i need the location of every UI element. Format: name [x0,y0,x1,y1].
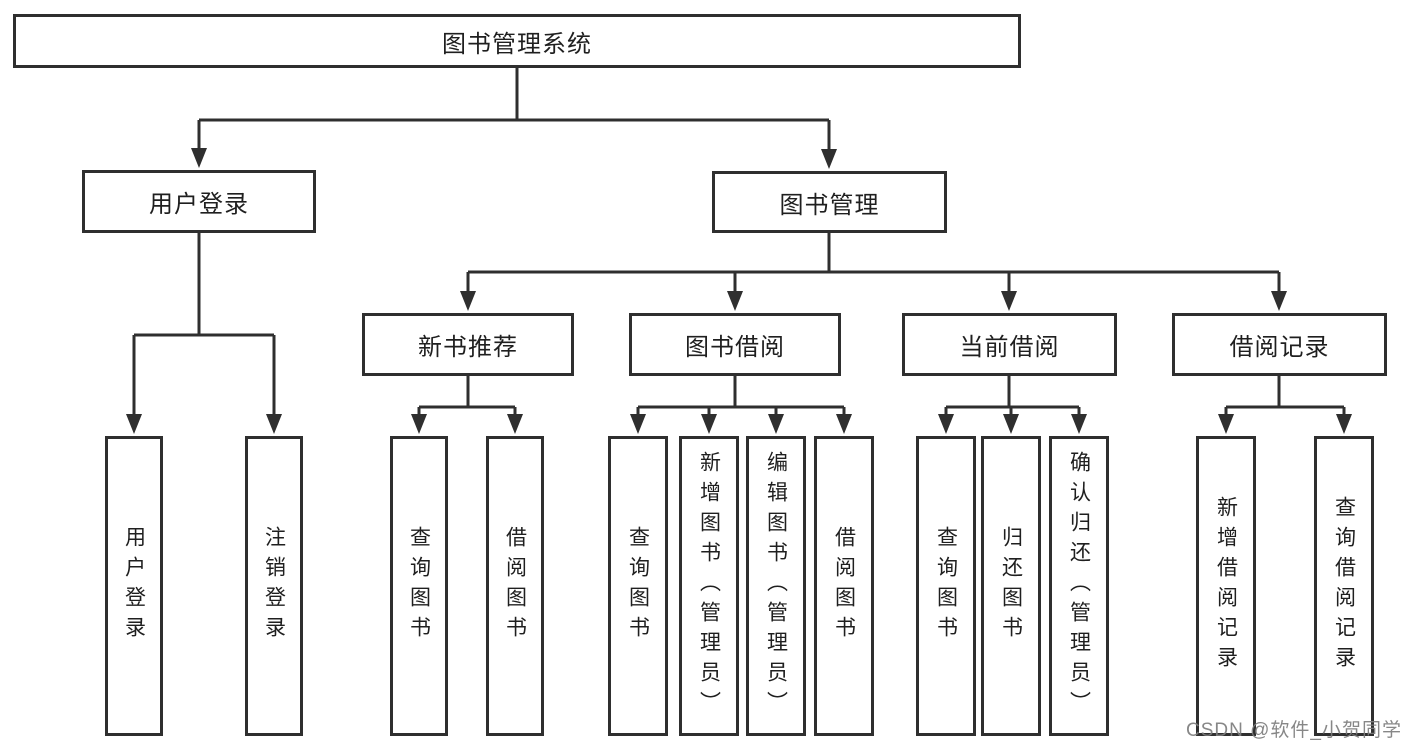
leaf-query-books-borrow: 查询图书 [608,436,668,736]
leaf-label: 借阅图书 [503,526,527,646]
leaf-label: 用户登录 [122,526,146,646]
leaf-user-login: 用户登录 [105,436,163,736]
node-label: 用户登录 [149,191,249,218]
node-new-book-recommend: 新书推荐 [362,313,574,376]
leaf-label: 查询借阅记录 [1332,496,1356,676]
node-label: 当前借阅 [959,334,1060,361]
leaf-add-borrow-record: 新增借阅记录 [1196,436,1256,736]
csdn-watermark: CSDN @软件_小贺同学 [1186,720,1402,741]
leaf-label: 注销登录 [262,526,286,646]
node-library-management-system: 图书管理系统 [13,14,1021,68]
leaf-logout: 注销登录 [245,436,303,736]
node-borrow-records: 借阅记录 [1172,313,1387,376]
leaf-query-books-recommend: 查询图书 [390,436,448,736]
leaf-label: 新增借阅记录 [1214,496,1238,676]
node-label: 新书推荐 [418,334,518,361]
node-label: 图书借阅 [685,334,785,361]
leaf-label: 查询图书 [934,526,958,646]
node-book-management-branch: 图书管理 [712,171,947,233]
leaf-query-books-current: 查询图书 [916,436,976,736]
leaf-query-borrow-record: 查询借阅记录 [1314,436,1374,736]
node-label: 图书管理 [779,191,880,219]
node-user-login-branch: 用户登录 [82,170,316,233]
leaf-label: 查询图书 [407,526,431,646]
leaf-edit-book-admin: 编辑图书（管理员） [746,436,806,736]
node-current-borrow: 当前借阅 [902,313,1117,376]
leaf-label: 确认归还（管理员） [1067,451,1091,721]
leaf-borrow-books-recommend: 借阅图书 [486,436,544,736]
leaf-label: 编辑图书（管理员） [764,451,788,721]
leaf-label: 查询图书 [626,526,650,646]
leaf-label: 新增图书（管理员） [697,451,721,721]
leaf-label: 归还图书 [999,526,1023,646]
node-label: 图书管理系统 [442,30,592,58]
leaf-return-books: 归还图书 [981,436,1041,736]
leaf-label: 借阅图书 [832,526,856,646]
leaf-borrow-books: 借阅图书 [814,436,874,736]
node-label: 借阅记录 [1229,334,1330,361]
leaf-confirm-return-admin: 确认归还（管理员） [1049,436,1109,736]
node-book-borrow: 图书借阅 [629,313,841,376]
leaf-add-book-admin: 新增图书（管理员） [679,436,739,736]
